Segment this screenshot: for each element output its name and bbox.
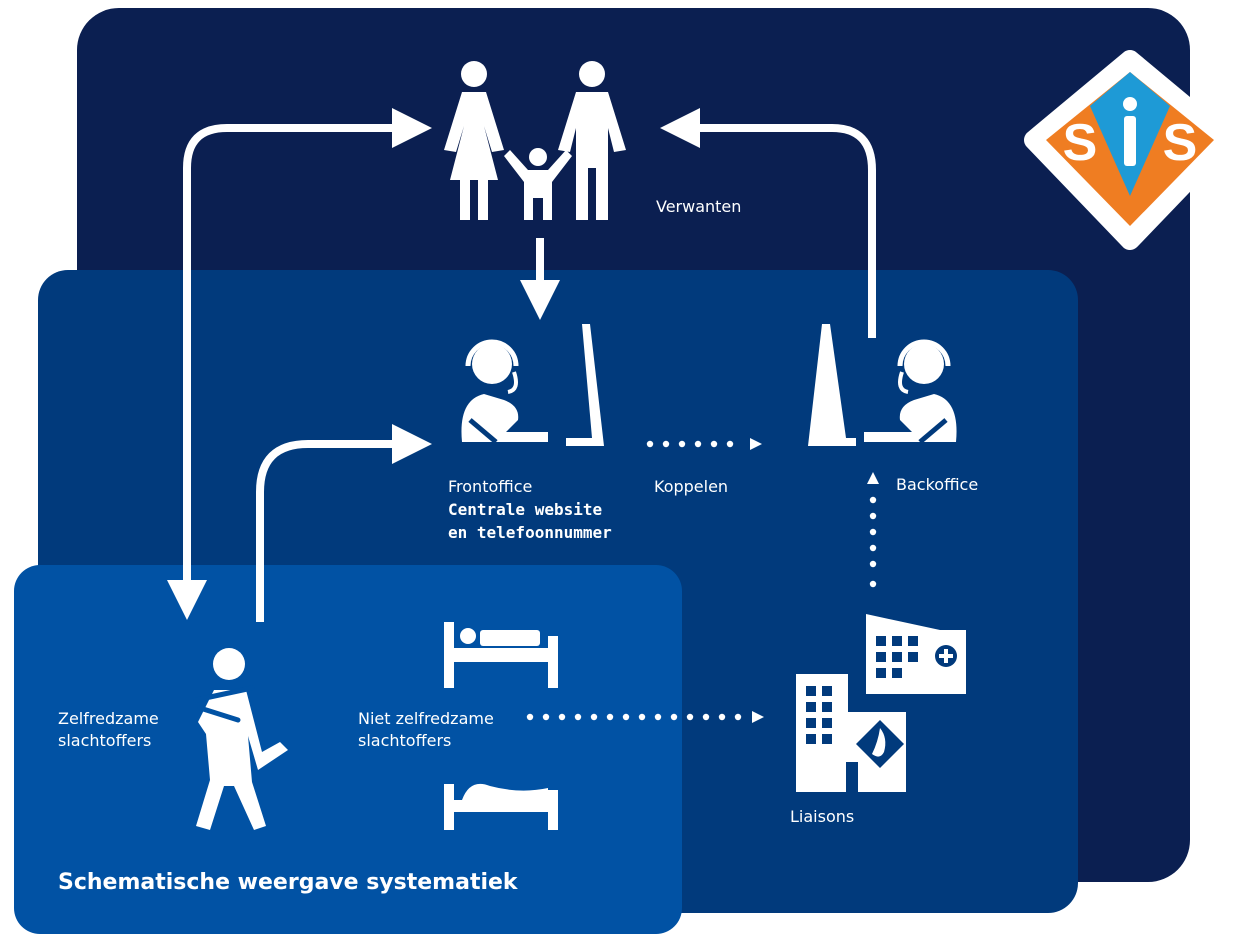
family-icon [444, 61, 626, 220]
injured-person-icon [193, 648, 288, 830]
connectors [167, 108, 876, 622]
arrow-back-to-relatives [660, 108, 876, 338]
svg-text:S: S [1063, 114, 1098, 172]
svg-text:S: S [1163, 114, 1198, 172]
label-liaisons: Liaisons [790, 807, 855, 826]
backoffice-operator-icon [808, 324, 957, 446]
hospital-bed-icon [444, 622, 558, 688]
arrow-to-relatives [183, 108, 432, 596]
hospital-icon [866, 614, 966, 694]
arrow-injured-to-frontoffice [256, 424, 432, 622]
label-not-self-reliant-line2: slachtoffers [358, 731, 452, 750]
stretcher-icon [444, 783, 558, 830]
label-central-line1: Centrale website [448, 500, 603, 519]
frontoffice-operator-icon [461, 324, 604, 446]
label-self-reliant-line1: Zelfredzame [58, 709, 159, 728]
label-not-self-reliant-line1: Niet zelfredzame [358, 709, 494, 728]
sis-logo: S S [1024, 50, 1234, 250]
label-relatives: Verwanten [656, 197, 742, 216]
label-self-reliant-line2: slachtoffers [58, 731, 152, 750]
diagram-title: Schematische weergave systematiek [58, 870, 518, 895]
label-link: Koppelen [654, 477, 729, 496]
police-station-icon [796, 674, 906, 792]
label-central-line2: en telefoonnummer [448, 523, 612, 542]
label-frontoffice: Frontoffice [448, 477, 533, 496]
label-backoffice: Backoffice [896, 475, 979, 494]
dotted-connectors [526, 438, 879, 723]
